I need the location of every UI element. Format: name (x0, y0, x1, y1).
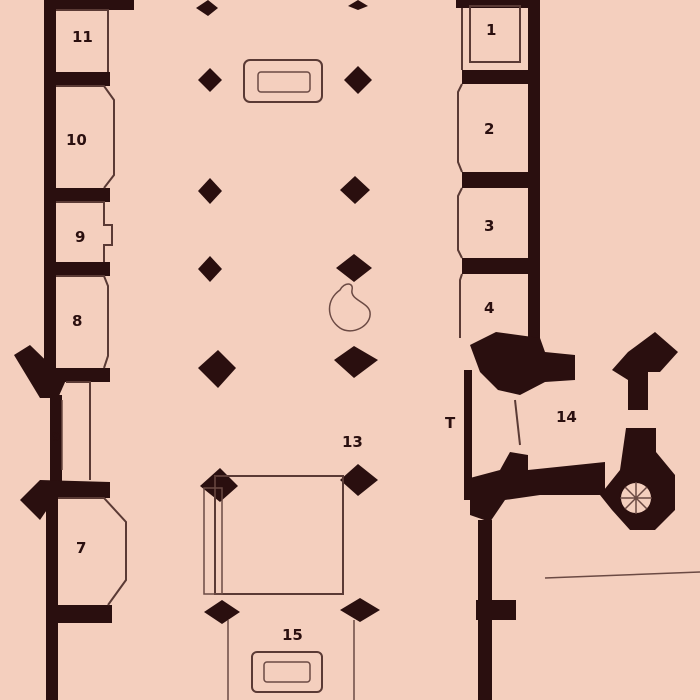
sacristy-annex (514, 332, 700, 579)
label-chapel-11: 11 (72, 28, 93, 46)
right-wall (456, 0, 605, 700)
nave-furniture (203, 59, 371, 700)
label-chapel-8: 8 (72, 312, 82, 330)
label-t-mark: T (445, 414, 456, 432)
right-chapels (457, 5, 521, 338)
label-small-mark: 9 (52, 430, 60, 444)
label-chapel-4: 4 (484, 299, 494, 317)
label-chapel-9: 9 (75, 228, 85, 246)
left-chapels (56, 9, 127, 606)
label-crossing-13: 13 (342, 433, 363, 451)
left-wall (14, 0, 134, 700)
plan-labels: 11 10 9 8 7 1 2 3 4 13 14 15 T 9 (52, 21, 577, 644)
label-chapel-1: 1 (486, 21, 496, 39)
label-chapel-2: 2 (484, 120, 494, 138)
label-chapel-7: 7 (76, 539, 86, 557)
nave-piers (196, 0, 380, 624)
label-chapel-10: 10 (66, 131, 87, 149)
label-choir-15: 15 (282, 626, 303, 644)
label-sacristy-14: 14 (556, 408, 577, 426)
label-chapel-3: 3 (484, 217, 494, 235)
